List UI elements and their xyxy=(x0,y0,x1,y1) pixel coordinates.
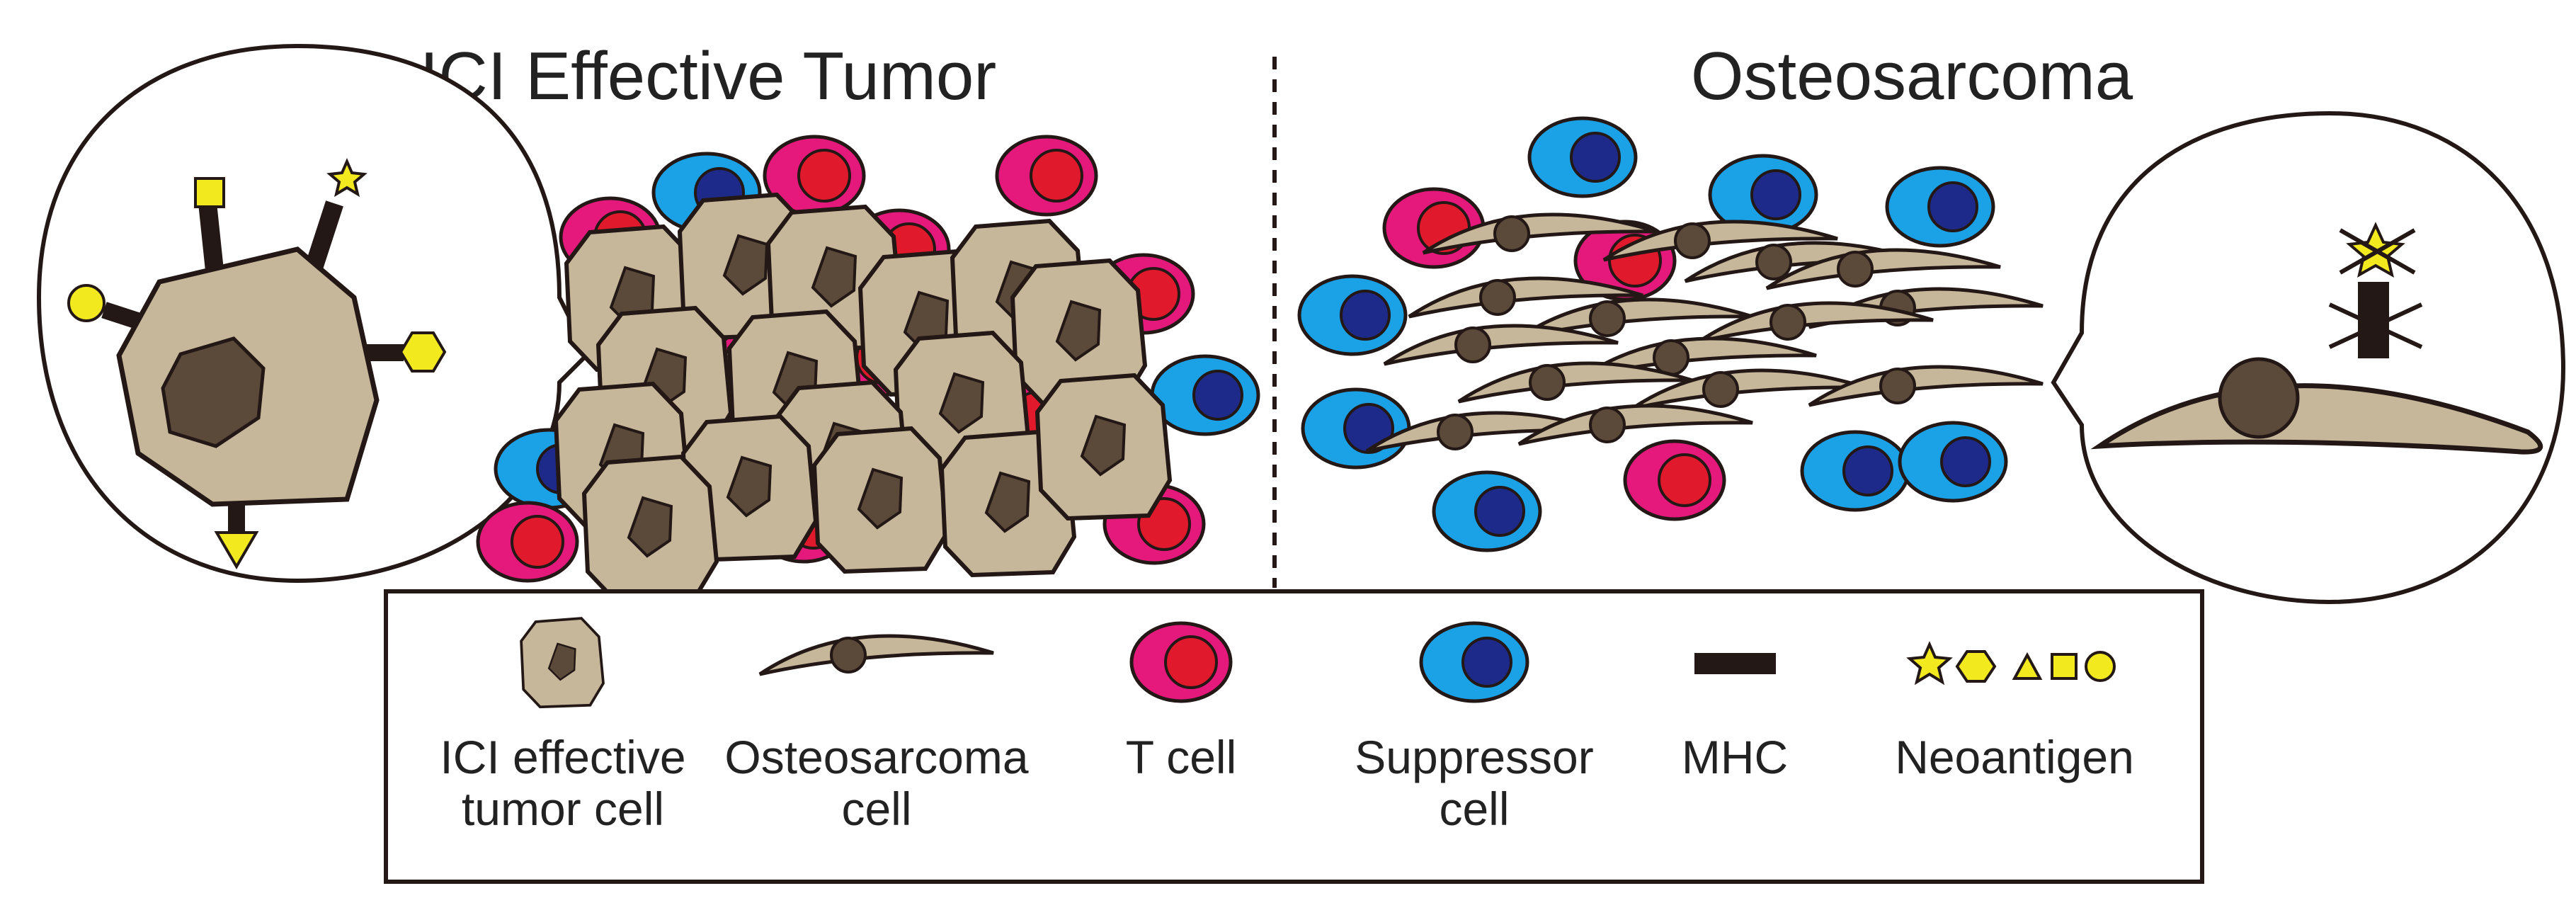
legend-mhc-label: MHC xyxy=(1682,731,1788,783)
ici-nucleus-large xyxy=(161,336,266,448)
circle-neoantigen-icon xyxy=(67,284,106,322)
ici-tumor-cell xyxy=(814,428,947,572)
star-neoantigen-icon xyxy=(1906,641,1953,686)
square-neoantigen-icon xyxy=(194,177,225,208)
legend: ICI effective tumor cell Osteosarcoma ce… xyxy=(384,589,2204,884)
legend-osteo-label-line1: Osteosarcoma xyxy=(724,731,1028,783)
mhc-bar xyxy=(198,204,224,269)
legend-suppressor-icon xyxy=(1421,623,1527,701)
triangle-neoantigen-icon xyxy=(2012,652,2043,680)
legend-neoantigen-icons xyxy=(1906,641,2116,686)
right-heading: Osteosarcoma xyxy=(1691,38,2133,114)
osteo-cell xyxy=(1519,406,1753,444)
ici-zoom-bubble xyxy=(36,43,591,584)
osteo-zoom-bubble xyxy=(2051,110,2566,605)
legend-mhc-icon xyxy=(1694,653,1776,674)
triangle-neoantigen-icon xyxy=(214,531,259,569)
legend-ici-label-line2: tumor cell xyxy=(462,783,664,835)
suppressor-cell xyxy=(1152,356,1258,434)
cross-mark-icon xyxy=(2339,228,2416,275)
osteo-cell xyxy=(1809,367,2043,405)
mhc-bar xyxy=(304,200,343,271)
legend-neoantigen-label: Neoantigen xyxy=(1895,731,2134,783)
ici-tumor-cluster xyxy=(478,137,1258,600)
legend-suppressor-label-line1: Suppressor xyxy=(1355,731,1594,783)
osteo-cell xyxy=(1384,326,1618,364)
ici-tumor-cell xyxy=(584,457,717,600)
osteo-bubble-outline xyxy=(2051,110,2566,605)
legend-suppressor-label-line2: cell xyxy=(1439,783,1509,835)
left-heading: ICI Effective Tumor xyxy=(420,38,997,114)
cross-mark-icon xyxy=(2328,302,2423,349)
legend-ici-cell-icon xyxy=(520,617,605,709)
legend-t-cell-icon xyxy=(1132,623,1231,701)
hexagon-neoantigen-icon xyxy=(1955,650,1997,683)
t-cell xyxy=(997,137,1096,215)
circle-neoantigen-icon xyxy=(2085,651,2116,682)
suppressor-cell xyxy=(1887,168,1993,246)
square-neoantigen-icon xyxy=(2051,653,2078,680)
ici-tumor-cell xyxy=(1037,375,1170,518)
legend-osteo-label-line2: cell xyxy=(841,783,911,835)
suppressor-cell xyxy=(1299,276,1406,354)
osteosarcoma-cluster xyxy=(1299,118,2043,550)
t-cell xyxy=(478,503,577,581)
star-neoantigen-icon xyxy=(326,158,367,198)
suppressor-cell xyxy=(1303,390,1409,467)
suppressor-cell xyxy=(1434,472,1540,550)
legend-frame xyxy=(384,589,2204,884)
suppressor-cell xyxy=(1529,118,1636,196)
legend-t-cell-label: T cell xyxy=(1126,731,1237,783)
suppressor-cell xyxy=(1900,423,2006,501)
legend-ici-label-line1: ICI effective xyxy=(440,731,685,783)
suppressor-cell xyxy=(1802,432,1908,510)
t-cell xyxy=(1625,441,1724,519)
osteo-nucleus-large xyxy=(2218,357,2300,439)
hexagon-neoantigen-icon xyxy=(399,331,447,373)
